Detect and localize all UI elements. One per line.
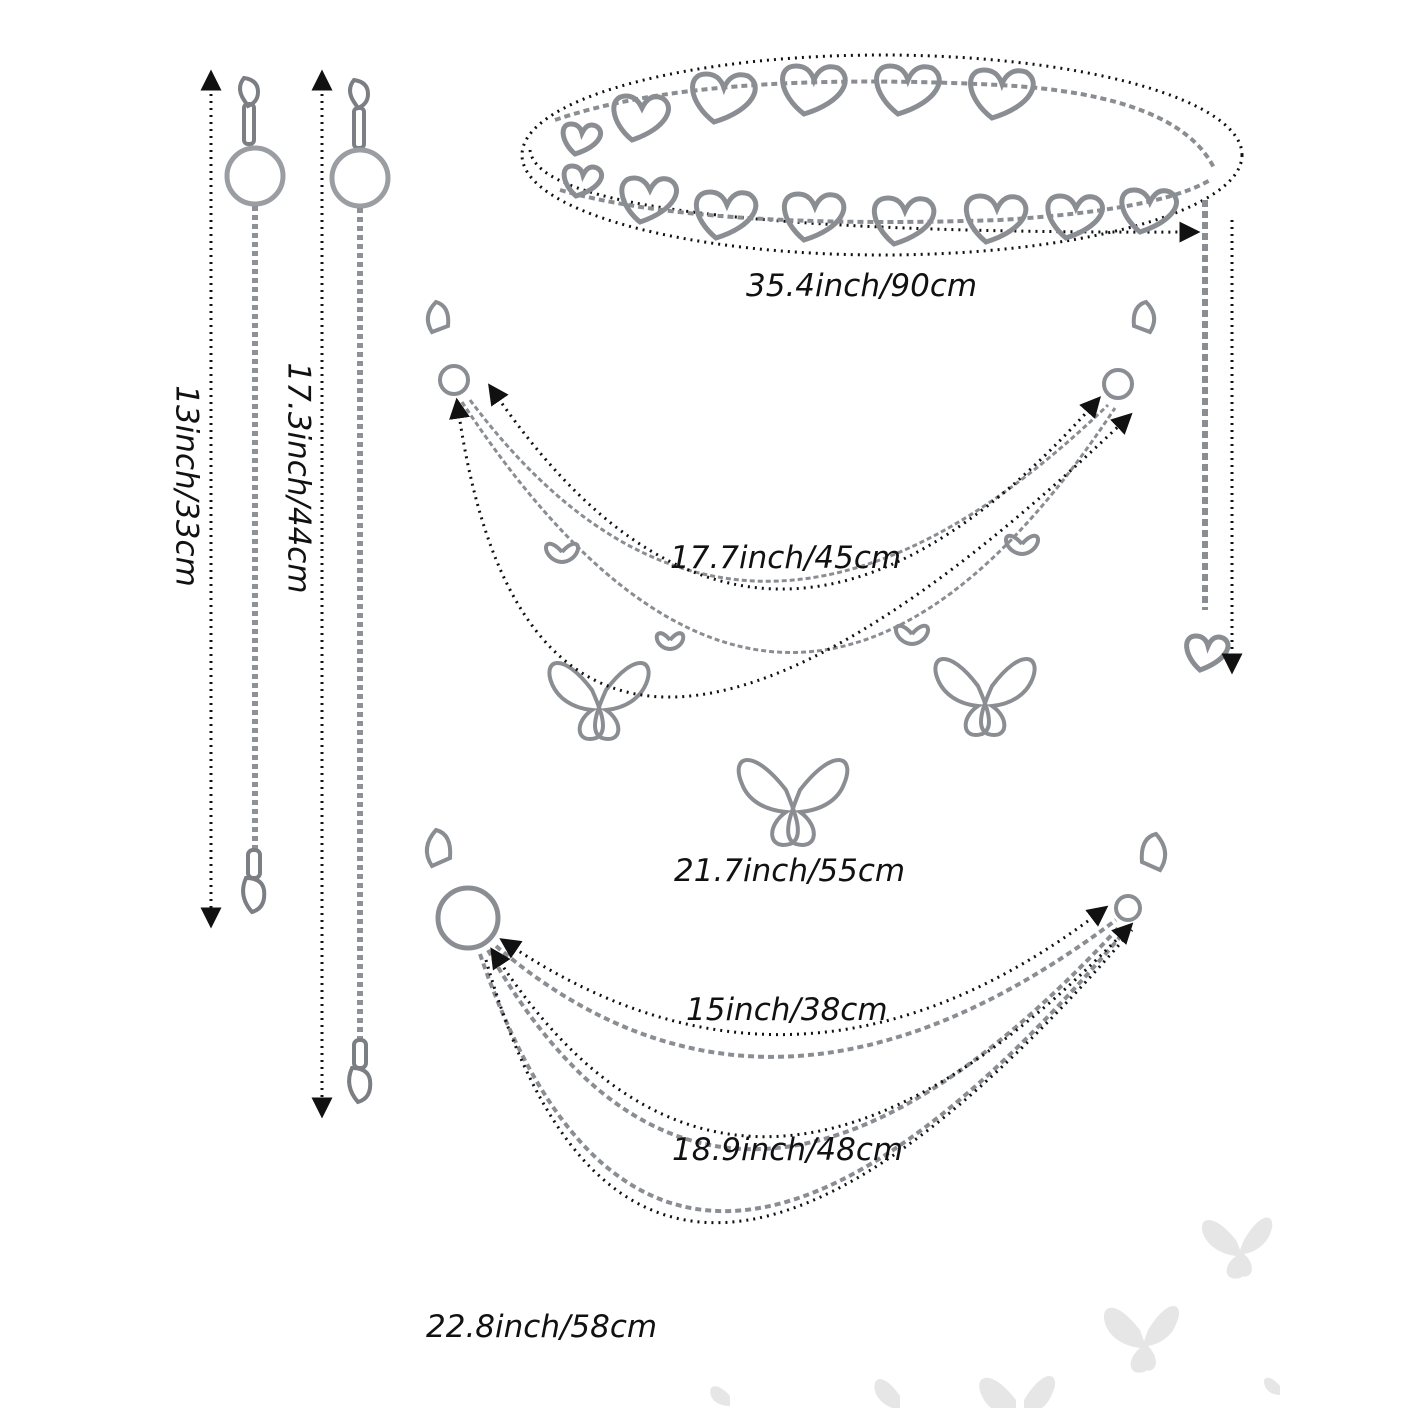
ring-icon xyxy=(435,885,501,951)
heart-icon xyxy=(619,175,679,225)
heart-icon xyxy=(693,189,759,241)
watermark-butterflies xyxy=(710,1217,1280,1408)
butterfly-icon xyxy=(654,631,686,651)
measurement-label-triple-middle: 18.9inch/48cm xyxy=(672,1132,904,1168)
ring-icon xyxy=(1114,894,1142,922)
heart-icon xyxy=(968,67,1036,121)
lobster-clasp-icon xyxy=(1139,831,1168,873)
measurement-label-triple-top: 15inch/38cm xyxy=(686,992,888,1028)
butterfly-icon xyxy=(547,661,651,741)
ring-icon xyxy=(329,147,391,209)
heart-icon xyxy=(690,71,758,125)
butterfly-icon xyxy=(1103,1305,1180,1373)
heart-icon xyxy=(780,63,848,117)
heart-charm-icon xyxy=(1184,633,1231,673)
heart-icon xyxy=(1045,193,1105,241)
lobster-clasp-icon xyxy=(348,77,371,111)
measurement-label-butterfly-inner: 17.7inch/45cm xyxy=(670,540,902,576)
triple-chain xyxy=(424,827,1168,1214)
heart-icon xyxy=(781,191,847,243)
lobster-clasp-icon xyxy=(238,75,261,109)
measurement-label-triple-bottom: 22.8inch/58cm xyxy=(426,1309,658,1345)
butterfly-icon xyxy=(736,758,850,847)
heart-icon xyxy=(874,63,942,117)
ring-icon xyxy=(224,145,286,207)
butterfly-icon xyxy=(893,623,931,646)
heart-icon xyxy=(560,121,603,157)
measure-line-butterfly-inner xyxy=(488,383,1101,591)
heart-icon xyxy=(871,195,937,247)
butterfly-icon xyxy=(933,657,1037,737)
lobster-clasp-icon xyxy=(425,299,451,335)
measurement-label-butterfly-outer: 21.7inch/55cm xyxy=(674,853,906,889)
heart-waist-chain xyxy=(554,63,1231,673)
lobster-clasp-icon xyxy=(424,827,453,869)
ring-icon xyxy=(1102,368,1134,400)
butterfly-icon xyxy=(1003,533,1041,556)
heart-icon xyxy=(561,163,604,199)
measure-line-butterfly-outer xyxy=(449,397,1133,699)
measure-line-heart xyxy=(528,149,1201,243)
ring-icon xyxy=(438,364,470,396)
butterfly-icon xyxy=(874,1379,900,1408)
heart-icon xyxy=(963,193,1029,245)
measurement-label-heart: 35.4inch/90cm xyxy=(746,268,978,304)
butterfly-icon xyxy=(1263,1377,1280,1395)
heart-icon xyxy=(611,93,671,143)
butterfly-icon xyxy=(1201,1217,1273,1279)
measure-ellipse-heart xyxy=(520,53,1244,257)
keychain-short xyxy=(224,75,286,915)
lobster-clasp-icon xyxy=(1131,299,1157,335)
keychain-long xyxy=(329,77,391,1105)
butterfly-icon xyxy=(543,541,581,564)
butterfly-icon xyxy=(710,1386,730,1406)
heart-icon xyxy=(1119,187,1179,235)
measurement-label-long: 17.3inch/44cm xyxy=(280,362,317,594)
butterfly-icon xyxy=(979,1376,1056,1408)
lobster-clasp-icon xyxy=(241,875,267,915)
measurement-label-short: 13inch/33cm xyxy=(168,385,205,587)
lobster-clasp-icon xyxy=(347,1065,373,1105)
